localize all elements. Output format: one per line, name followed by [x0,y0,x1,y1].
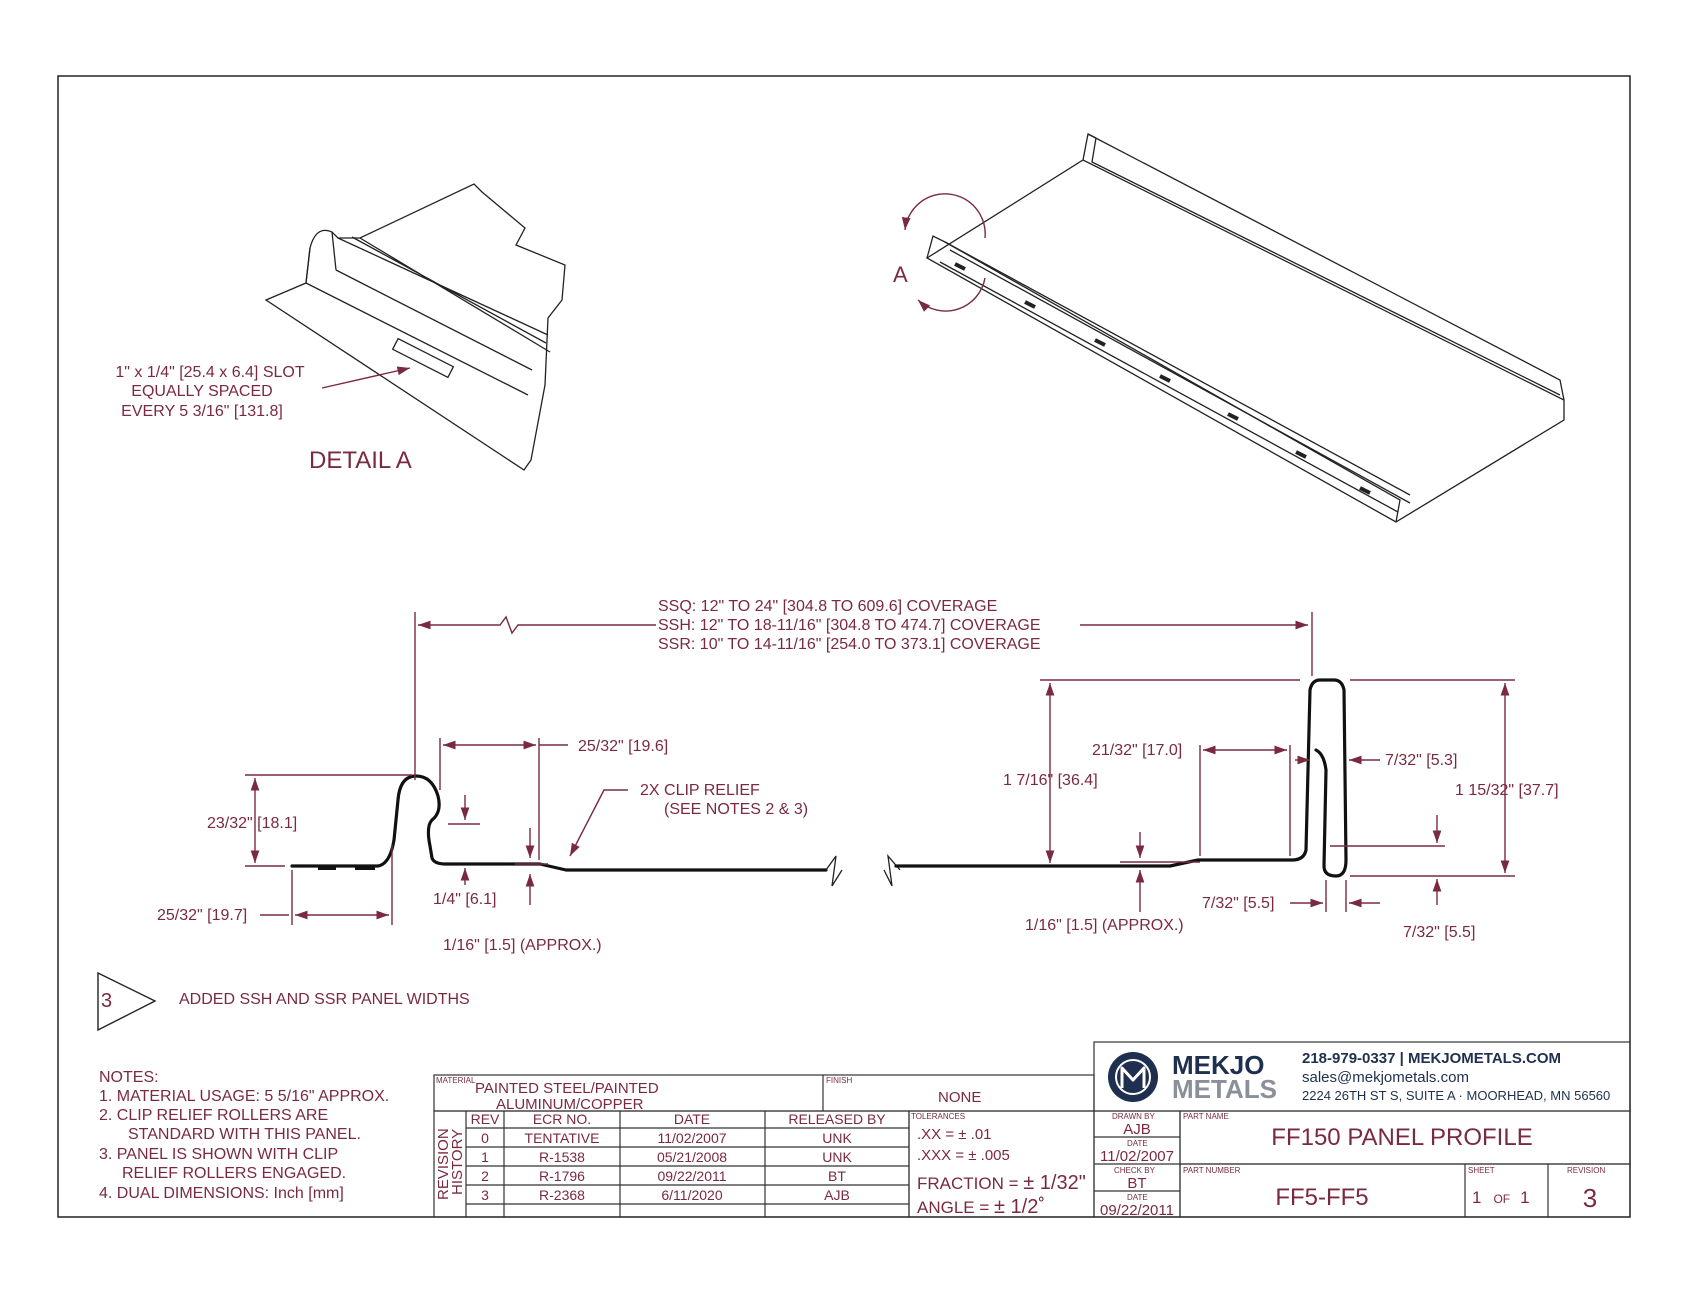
revision-table-cell: UNK [822,1149,852,1165]
revision-table-cell: TENTATIVE [525,1130,600,1146]
dim-25-32-19-6: 25/32" [19.6] [578,738,668,755]
check-by-label: CHECK BY [1114,1166,1156,1175]
revision-table-header: REV [471,1111,500,1127]
drawn-date-label: DATE [1127,1139,1148,1148]
notes-title: NOTES: [99,1069,159,1086]
revision-table-cell: 11/02/2007 [657,1130,726,1146]
revision-table-cell: 0 [481,1130,489,1146]
tolerances-label: TOLERANCES [911,1112,965,1121]
coverage-ssq: SSQ: 12" TO 24" [304.8 TO 609.6] COVERAG… [658,598,997,615]
dim-clip-relief-note: (SEE NOTES 2 & 3) [664,801,808,818]
revision-table-cell: BT [828,1168,846,1184]
note-3b: RELIEF ROLLERS ENGAGED. [122,1165,346,1182]
revision-table-cell: 09/22/2011 [657,1168,726,1184]
revision-table-cell: 1 [481,1149,489,1165]
revision-table-cell: R-1538 [539,1149,585,1165]
revision-label: REVISION [1567,1166,1605,1175]
sheet-label: SHEET [1468,1166,1495,1175]
check-by: BT [1127,1175,1146,1192]
finish-label: FINISH [826,1076,852,1085]
part-number-label: PART NUMBER [1183,1166,1241,1175]
revision-table-cell: UNK [822,1130,852,1146]
revision-table-header: ECR NO. [533,1111,591,1127]
company-phone: 218-979-0337 | MEKJOMETALS.COM [1302,1050,1561,1067]
detail-slot [391,337,455,379]
check-date: 09/22/2011 [1100,1202,1174,1219]
slot-note-line3: EVERY 5 3/16" [131.8] [121,403,283,420]
dim-1-15-32: 1 15/32" [37.7] [1455,782,1559,799]
dim-7-32-5-5-a: 7/32" [5.5] [1202,895,1274,912]
dim-25-32-19-7: 25/32" [19.7] [157,907,247,924]
revision-table-header: RELEASED BY [788,1111,886,1127]
revision-table-cell: R-2368 [539,1187,585,1203]
note-3a: 3. PANEL IS SHOWN WITH CLIP [99,1146,338,1163]
part-name: FF150 PANEL PROFILE [1271,1124,1532,1151]
material-label: MATERIAL [436,1076,476,1085]
part-number: FF5-FF5 [1275,1184,1368,1211]
detail-a-title: DETAIL A [309,447,412,474]
finish-value: NONE [938,1089,981,1106]
check-date-label: DATE [1127,1193,1148,1202]
material-line1: PAINTED STEEL/PAINTED [475,1080,659,1097]
revision-history-label-2: HISTORY [449,1129,466,1195]
revision-table-cell: 6/11/2020 [661,1187,722,1203]
revision-table: REV ECR NO. DATE RELEASED BY 0 TENTATIVE 11/02… [471,1111,887,1203]
coverage-ssr: SSR: 10" TO 14-11/16" [254.0 TO 373.1] C… [658,636,1041,653]
tolerance-angle: ANGLE = ± 1/2˚ [917,1196,1045,1218]
part-name-label: PART NAME [1183,1112,1229,1121]
dim-1-7-16: 1 7/16" [36.4] [1003,772,1098,789]
revision-table-header: DATE [674,1111,710,1127]
revision-note-text: ADDED SSH AND SSR PANEL WIDTHS [179,991,470,1008]
dim-clip-relief: 2X CLIP RELIEF [640,782,760,799]
note-4: 4. DUAL DIMENSIONS: Inch [mm] [99,1185,344,1202]
note-2a: 2. CLIP RELIEF ROLLERS ARE [99,1107,328,1124]
drawn-by-label: DRAWN BY [1112,1112,1155,1121]
dim-23-32: 23/32" [18.1] [207,815,297,832]
dim-7-32-5-3: 7/32" [5.3] [1385,752,1457,769]
dim-1-16-right: 1/16" [1.5] (APPROX.) [1025,917,1184,934]
dim-21-32: 21/32" [17.0] [1092,742,1182,759]
revision-value: 3 [1583,1183,1597,1213]
company-name-1: MEKJO [1172,1050,1264,1080]
drawn-by: AJB [1123,1121,1151,1138]
isometric-panel-view [901,133,1565,523]
dim-7-32-5-5-b: 7/32" [5.5] [1403,924,1475,941]
panel-profile-section [245,612,1515,925]
note-1: 1. MATERIAL USAGE: 5 5/16" APPROX. [99,1088,389,1105]
coverage-ssh: SSH: 12" TO 18-11/16" [304.8 TO 474.7] C… [658,617,1041,634]
drawn-date: 11/02/2007 [1100,1148,1174,1165]
revision-triangle-number: 3 [101,990,112,1012]
revision-triangle [97,971,157,1032]
company-address: 2224 26TH ST S, SUITE A · MOORHEAD, MN 5… [1302,1088,1610,1103]
slot-note-line1: 1" x 1/4" [25.4 x 6.4] SLOT [115,364,304,381]
dim-1-4: 1/4" [6.1] [433,891,497,908]
note-2b: STANDARD WITH THIS PANEL. [128,1126,361,1143]
company-name-2: METALS [1172,1074,1277,1104]
revision-table-cell: 2 [481,1168,489,1184]
title-block [433,1041,1631,1218]
revision-table-cell: AJB [824,1187,850,1203]
tolerance-xx: .XX = ± .01 [917,1126,992,1143]
section-callout-a: A [893,262,908,287]
material-line2: ALUMINUM/COPPER [496,1096,644,1113]
revision-table-cell: 3 [481,1187,489,1203]
tolerance-fraction: FRACTION = ± 1/32" [917,1172,1086,1194]
revision-table-cell: R-1796 [539,1168,585,1184]
revision-table-cell: 05/21/2008 [657,1149,727,1165]
revision-history-label-1: REVISION [435,1128,452,1200]
company-email: sales@mekjometals.com [1302,1069,1469,1086]
dim-1-16-left: 1/16" [1.5] (APPROX.) [443,937,602,954]
slot-note-line2: EQUALLY SPACED [131,383,272,400]
detail-a-view [264,183,566,471]
tolerance-xxx: .XXX = ± .005 [917,1147,1010,1164]
company-logo [1108,1052,1158,1102]
